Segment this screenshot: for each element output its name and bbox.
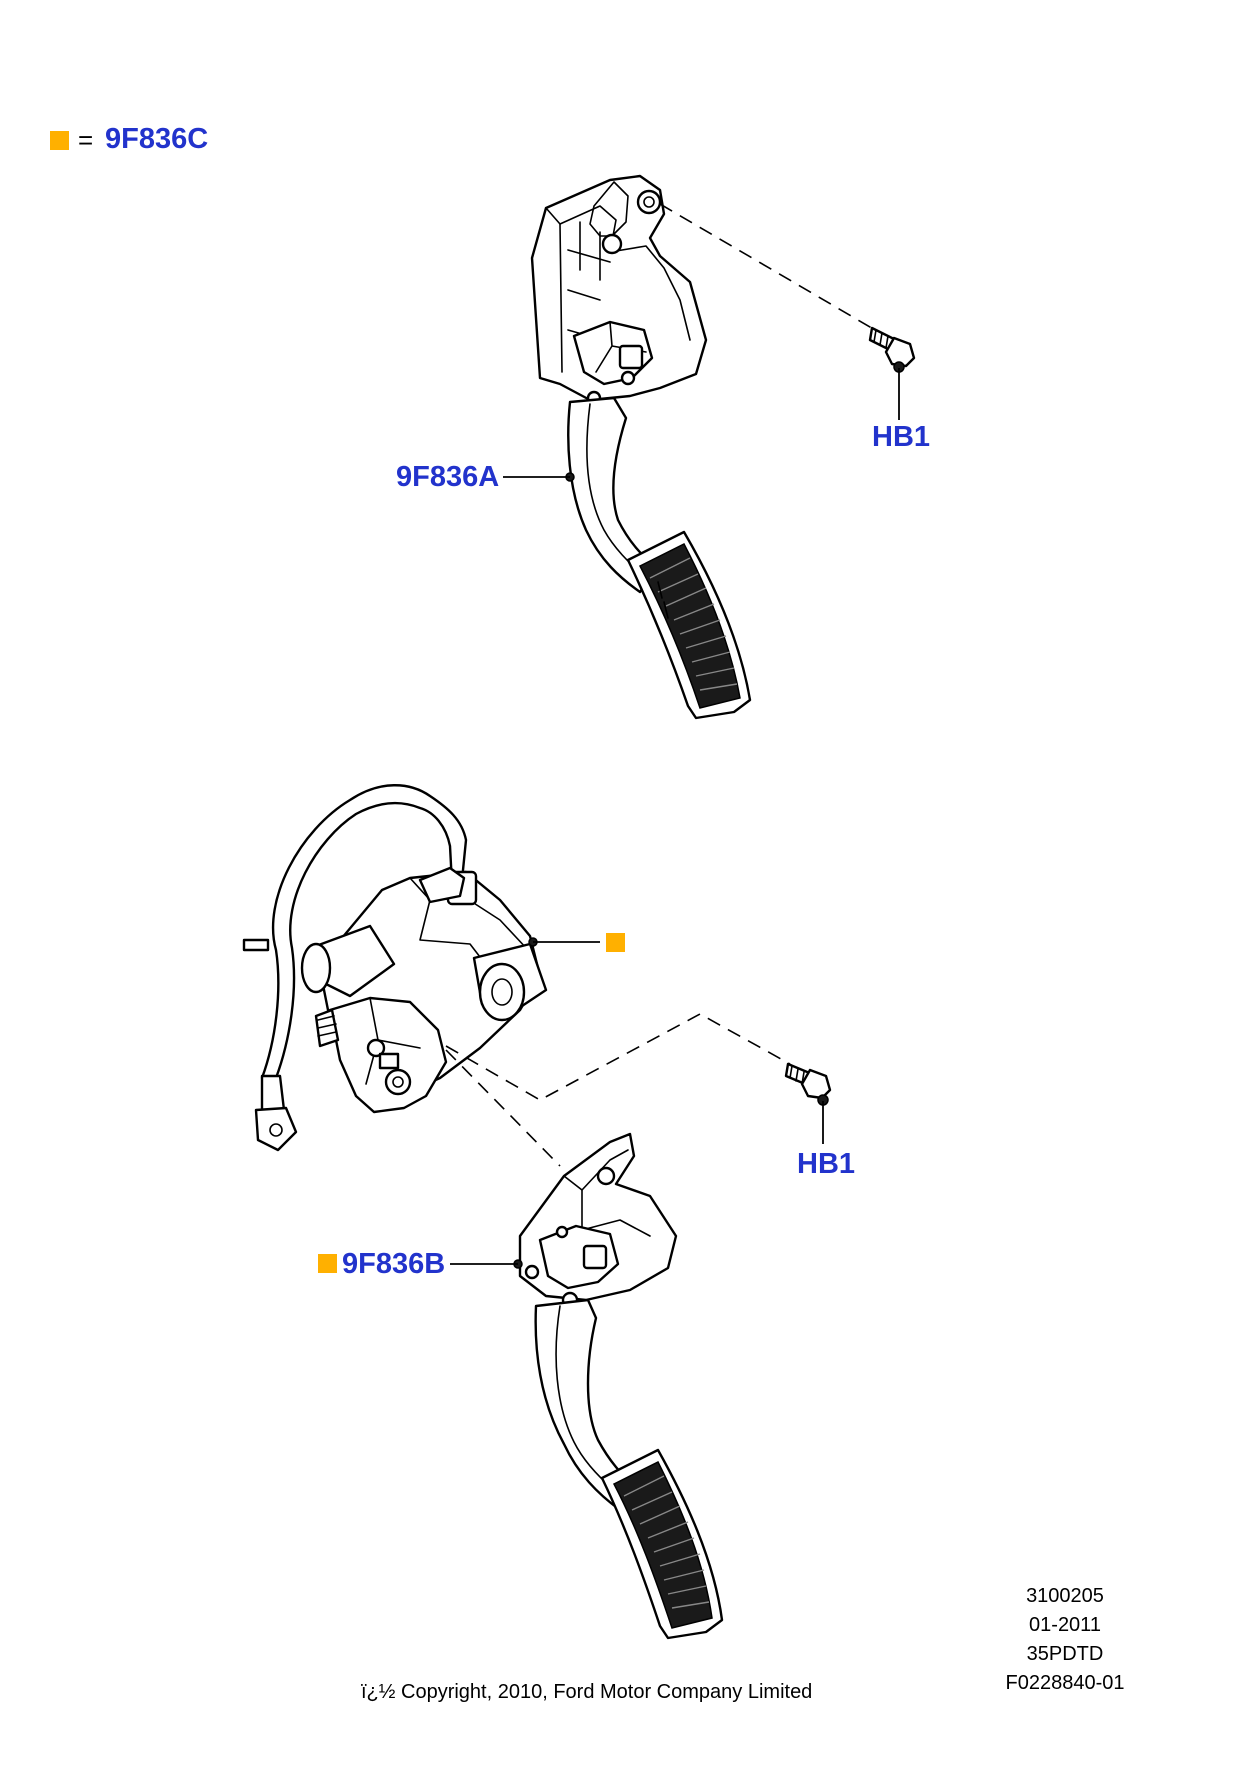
accelerator-pedal-assembly-lower: [318, 1132, 724, 1640]
legend-equals: =: [78, 125, 94, 155]
copyright-notice: ï¿½ Copyright, 2010, Ford Motor Company …: [361, 1681, 813, 1703]
legend-part-label: 9F836C: [105, 123, 209, 155]
drawing-stamp: 3100205 01-2011 35PDTD F0228840-01: [990, 1582, 1140, 1698]
callout-hb1-top: HB1: [872, 421, 931, 453]
marker-square-9f836b: [318, 1254, 337, 1273]
bolt-hb1-lower: [784, 1062, 832, 1144]
legend-marker-square: [50, 131, 69, 150]
stamp-line-3: 35PDTD: [1026, 1643, 1104, 1665]
accelerator-pedal-assembly-top: [530, 174, 752, 720]
callout-9f836a: 9F836A: [396, 461, 500, 493]
marker-square-actuator: [606, 933, 625, 952]
stamp-line-4: F0228840-01: [1005, 1672, 1125, 1694]
stamp-line-2: 01-2011: [1029, 1614, 1101, 1636]
attachment-lines-lower: [445, 1013, 791, 1167]
pedal-actuator-assembly: [242, 784, 625, 1152]
stamp-line-1: 3100205: [1026, 1585, 1104, 1607]
bolt-hb1-top: [503, 203, 916, 482]
callout-9f836b: 9F836B: [342, 1248, 446, 1280]
callout-hb1-lower: HB1: [797, 1148, 856, 1180]
